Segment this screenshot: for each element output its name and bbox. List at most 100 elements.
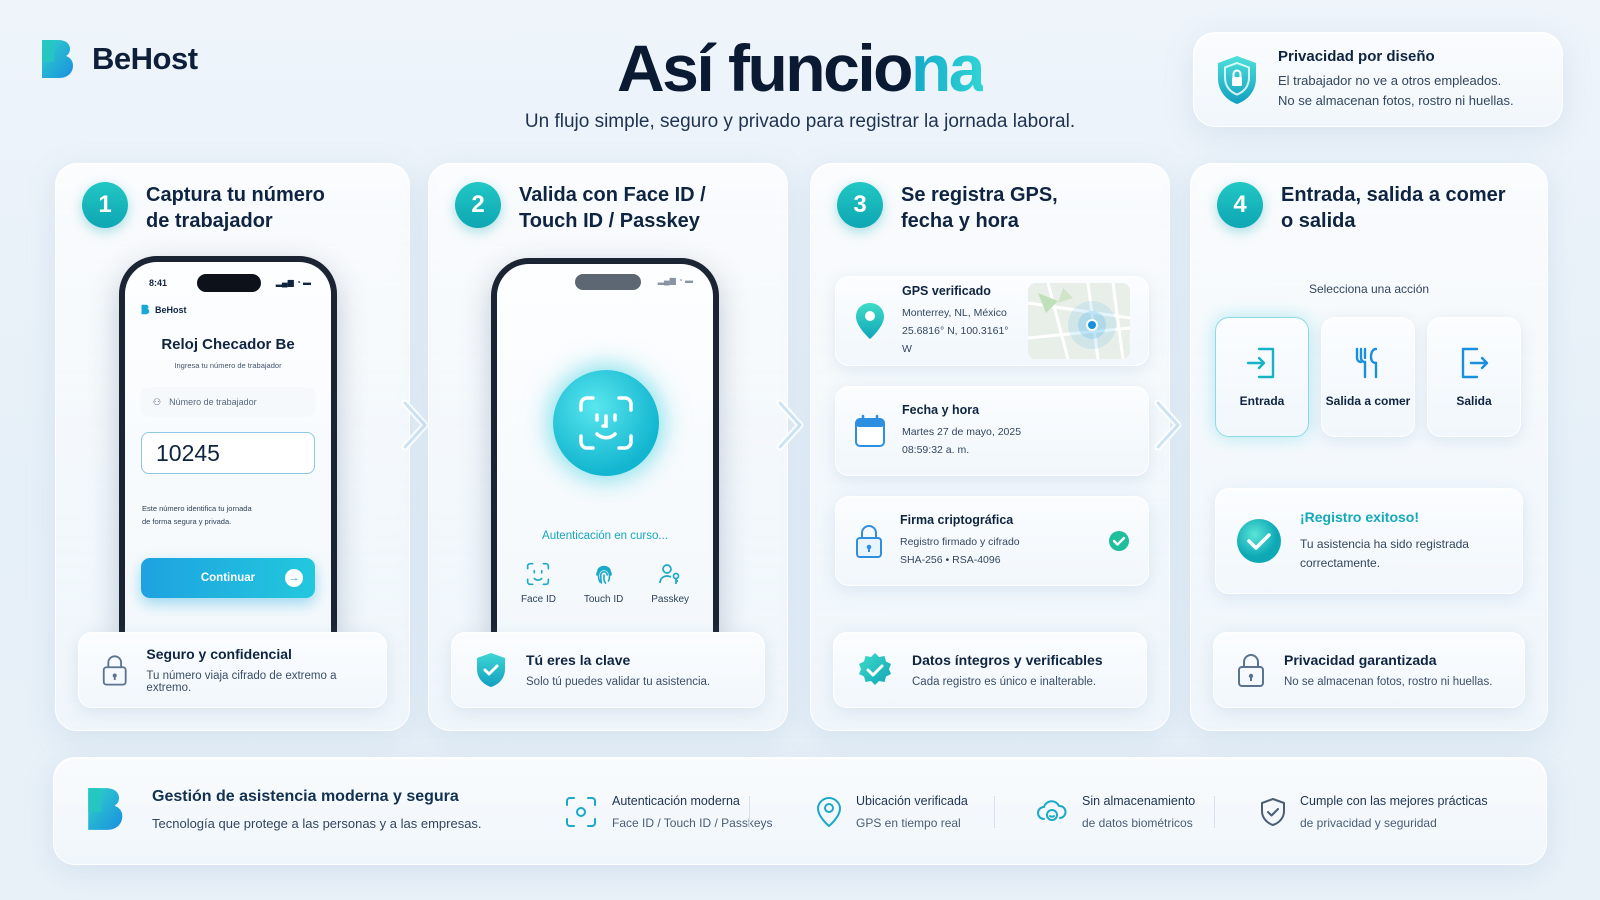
face-id-option[interactable]: Face ID xyxy=(521,562,556,605)
salida-button[interactable]: Salida xyxy=(1427,317,1521,437)
signal-battery-icon: ▂▄▆ ◔ ▬ xyxy=(657,276,693,285)
bottom-title: Gestión de asistencia moderna y segura xyxy=(152,788,459,805)
face-id-small-icon xyxy=(527,562,550,586)
datetime-date: Martes 27 de mayo, 2025 xyxy=(902,426,1022,438)
success-line-1: Tu asistencia ha sido registrada xyxy=(1300,537,1469,551)
cloud-face-icon xyxy=(1037,800,1067,821)
brand-logo: BeHost xyxy=(40,38,198,80)
help-line-1: Este número identifica tu jornada xyxy=(142,504,252,513)
app-brand: BeHost xyxy=(155,304,187,315)
worker-number-field[interactable]: ⚇ Número de trabajador xyxy=(141,387,315,417)
status-time: 8:41 xyxy=(149,278,168,288)
step-title: Captura tu número de trabajador xyxy=(146,184,325,232)
brand-name: BeHost xyxy=(92,41,198,76)
footer-title: Datos íntegros y verificables xyxy=(912,652,1103,668)
shield-check-icon xyxy=(477,653,505,687)
privacy-line-1: El trabajador no ve a otros empleados. xyxy=(1278,73,1502,88)
chevron-right-icon xyxy=(401,399,429,451)
face-scan-button[interactable] xyxy=(553,370,659,476)
behost-logo-icon xyxy=(40,38,80,80)
step-number: 4 xyxy=(1217,182,1263,228)
behost-logo-icon xyxy=(88,788,123,830)
footer-title: Privacidad garantizada xyxy=(1284,652,1437,668)
dynamic-island xyxy=(197,274,261,292)
success-title: ¡Registro exitoso! xyxy=(1300,509,1420,525)
step-4-panel: 4 Entrada, salida a comer o salida Selecc… xyxy=(1190,163,1548,731)
phone-mockup: ▂▄▆ ◔ ▬ Autenticación en curso... Face I… xyxy=(491,258,719,638)
action-prompt: Selecciona una acción xyxy=(1308,282,1430,296)
fingerprint-icon xyxy=(595,565,612,584)
footer-title: Tú eres la clave xyxy=(526,652,631,668)
step-4-footer: Privacidad garantizada No se almacenan fo… xyxy=(1213,632,1525,708)
phone-mockup: 8:41 ▂▄▆ ◔ ▬ BeHost Reloj Checador Be In… xyxy=(119,256,337,636)
footer-text: No se almacenan fotos, rostro ni huellas… xyxy=(1284,676,1493,688)
utensils-icon xyxy=(1355,347,1378,379)
success-line-2: correctamente. xyxy=(1300,556,1381,570)
signal-battery-icon: ▂▄▆ ◔ ▬ xyxy=(275,278,311,287)
map-thumbnail xyxy=(1028,283,1130,359)
signature-line-2: SHA-256 • RSA-4096 xyxy=(900,554,1001,566)
footer-text: Solo tú puedes validar tu asistencia. xyxy=(526,676,711,688)
behost-mini-logo-icon xyxy=(141,304,150,315)
step-1-footer: Seguro y confidencial Tu número viaja cif… xyxy=(78,632,387,708)
bottom-text: Tecnología que protege a las personas y … xyxy=(152,816,482,831)
face-scan-icon xyxy=(566,797,596,827)
page-subtitle: Un flujo simple, seguro y privado para r… xyxy=(524,111,1076,132)
signature-line-1: Registro firmado y cifrado xyxy=(900,536,1020,548)
chevron-right-icon xyxy=(1154,399,1182,451)
success-card: ¡Registro exitoso! Tu asistencia ha sido… xyxy=(1215,488,1523,594)
auth-status: Autenticación en curso... xyxy=(542,530,668,542)
gps-coords: 25.6816° N, 100.3161° W xyxy=(902,325,1009,355)
chevron-right-icon xyxy=(776,399,804,451)
verified-badge-icon xyxy=(859,653,891,685)
app-title: Reloj Checador Be xyxy=(161,336,295,353)
shield-outline-icon xyxy=(1261,798,1285,826)
logout-door-icon xyxy=(1461,347,1489,379)
step-number: 3 xyxy=(837,182,883,228)
check-circle-icon xyxy=(1109,531,1129,551)
gps-place: Monterrey, NL, México xyxy=(902,307,1007,319)
step-title: Valida con Face ID / Touch ID / Passkey xyxy=(519,184,706,232)
privacy-title: Privacidad por diseño xyxy=(1278,48,1435,65)
passkey-icon xyxy=(659,564,680,584)
continue-button[interactable]: Continuar → xyxy=(141,558,315,598)
user-icon: ⚇ xyxy=(153,396,162,407)
app-subtitle: Ingresa tu número de trabajador xyxy=(174,361,282,370)
face-id-icon xyxy=(579,396,633,450)
step-2-panel: 2 Valida con Face ID / Touch ID / Passkey… xyxy=(428,163,788,731)
step-title: Entrada, salida a comer o salida xyxy=(1281,184,1506,232)
shield-icon xyxy=(1218,55,1256,104)
step-number: 2 xyxy=(455,182,501,228)
worker-number-input[interactable]: 10245 xyxy=(141,432,315,474)
bottom-feature-bar: Gestión de asistencia moderna y segura T… xyxy=(53,757,1547,865)
help-line-2: de forma segura y privada. xyxy=(142,517,232,526)
success-check-icon xyxy=(1237,519,1281,563)
privacy-line-2: No se almacenan fotos, rostro ni huellas… xyxy=(1278,93,1514,108)
dynamic-island xyxy=(575,274,641,290)
entrada-button[interactable]: Entrada xyxy=(1215,317,1309,437)
datetime-title: Fecha y hora xyxy=(902,403,980,417)
map-pin-icon xyxy=(856,303,884,339)
calendar-icon xyxy=(855,414,885,447)
page-title: Así funciona xyxy=(616,31,986,105)
field-placeholder: Número de trabajador xyxy=(169,397,257,407)
arrow-right-icon: → xyxy=(285,569,303,587)
footer-title: Seguro y confidencial xyxy=(146,646,292,662)
salida-comer-button[interactable]: Salida a comer xyxy=(1321,317,1415,437)
footer-text: Tu número viaja cifrado de extremo a ext… xyxy=(146,670,337,694)
passkey-option[interactable]: Passkey xyxy=(651,562,689,605)
footer-text: Cada registro es único e inalterable. xyxy=(912,676,1097,688)
login-door-icon xyxy=(1246,347,1275,379)
lock-icon xyxy=(102,655,127,686)
touch-id-option[interactable]: Touch ID xyxy=(584,562,623,605)
padlock-icon xyxy=(856,525,882,558)
